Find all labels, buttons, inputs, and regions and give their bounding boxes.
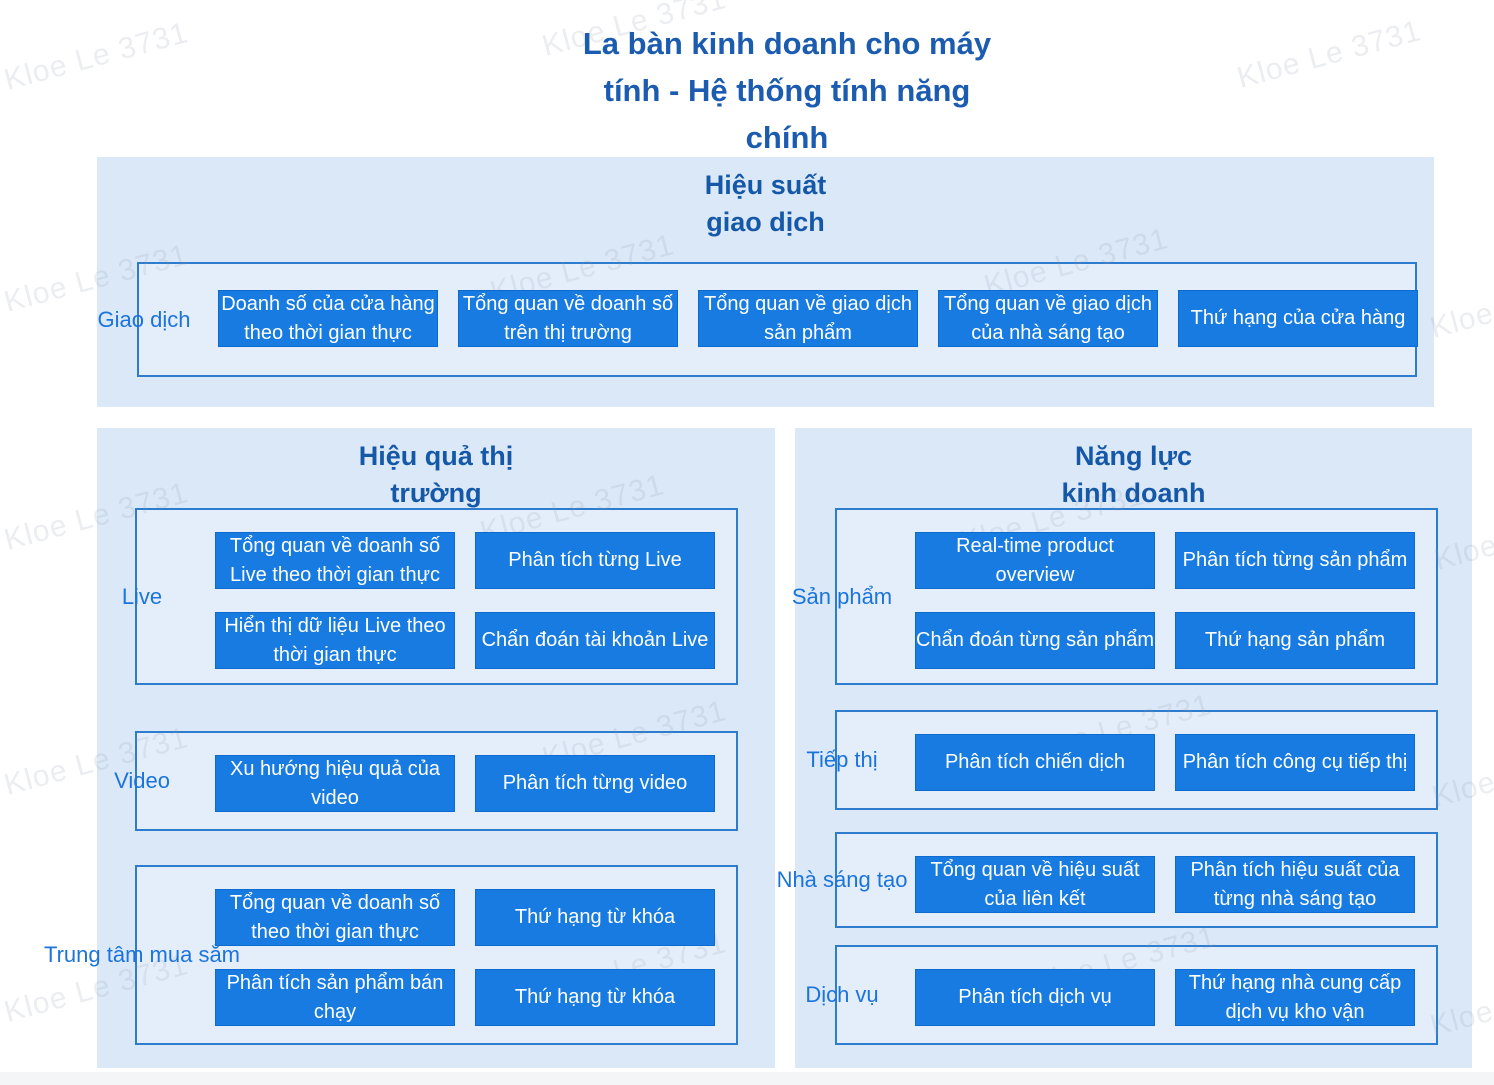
row-label: Trung tâm mua sắm	[43, 942, 241, 968]
feature-box: Doanh số của cửa hàng theo thời gian thự…	[218, 290, 438, 347]
feature-box: Phân tích từng sản phẩm	[1175, 532, 1415, 589]
feature-group-business-2: Nhà sáng tạo Tổng quan về hiệu suất của l…	[777, 832, 1438, 928]
row-label: Sản phẩm	[791, 583, 893, 609]
row-label: Video	[114, 768, 170, 794]
feature-group-business-1: Tiếp thị Phân tích chiến dịch Phân tích cô…	[806, 710, 1438, 810]
feature-group-market-0: Live Tổng quan về doanh số Live theo thời…	[122, 508, 738, 685]
feature-box: Thứ hạng sản phẩm	[1175, 612, 1415, 669]
feature-box: Tổng quan về doanh số trên thị trường	[458, 290, 678, 347]
feature-group-market-1: Video Xu hướng hiệu quả của video Phân tíc…	[114, 731, 738, 831]
feature-box: Xu hướng hiệu quả của video	[215, 755, 455, 812]
section-title-market: Hiệu quả thị trường	[358, 441, 514, 509]
panel-transaction-performance: Hiệu suất giao dịch Giao dịch Doanh số củ…	[97, 157, 1434, 407]
feature-box: Hiển thị dữ liệu Live theo thời gian thự…	[215, 612, 455, 669]
feature-box: Phân tích từng Live	[475, 532, 715, 589]
feature-box: Phân tích hiệu suất của từng nhà sáng tạ…	[1175, 856, 1415, 913]
row-label: Dịch vụ	[805, 982, 879, 1008]
feature-box: Thứ hạng của cửa hàng	[1178, 290, 1418, 347]
feature-box: Chẩn đoán tài khoản Live	[475, 612, 715, 669]
feature-box: Tổng quan về doanh số theo thời gian thự…	[215, 889, 455, 946]
watermark-text: Kloe Le 3731	[0, 16, 192, 97]
feature-group-business-0: Sản phẩm Real-time product overview Phân t…	[792, 508, 1438, 685]
row-label: Nhà sáng tạo	[776, 867, 908, 893]
section-title-transaction: Hiệu suất giao dịch	[704, 170, 827, 238]
feature-box: Phân tích công cụ tiếp thị	[1175, 734, 1415, 791]
feature-box: Phân tích chiến dịch	[915, 734, 1155, 791]
section-title-business: Năng lực kinh doanh	[1061, 441, 1206, 509]
bottom-edge-strip	[0, 1072, 1494, 1085]
feature-box: Thứ hạng nhà cung cấp dịch vụ kho vận	[1175, 969, 1415, 1026]
feature-box: Real-time product overview	[915, 532, 1155, 589]
row-label: Giao dịch	[97, 306, 191, 332]
feature-box: Tổng quan về giao dịch sản phẩm	[698, 290, 918, 347]
panel-business-capability: Năng lực kinh doanh Sản phẩm Real-time pr…	[777, 428, 1472, 1068]
row-label: Tiếp thị	[806, 747, 878, 773]
watermark-text: Kloe Le 3731	[1233, 14, 1425, 95]
watermark-text: Kloe Le 3731	[1426, 264, 1494, 345]
feature-box: Tổng quan về hiệu suất của liên kết	[915, 856, 1155, 913]
feature-box: Phân tích từng video	[475, 755, 715, 812]
feature-box: Chẩn đoán từng sản phẩm	[915, 612, 1155, 669]
feature-box: Tổng quan về doanh số Live theo thời gia…	[215, 532, 455, 589]
page-title: La bàn kinh doanh cho máy tính - Hệ thốn…	[582, 26, 992, 156]
feature-group-transaction-0: Giao dịch Doanh số của cửa hàng theo thời…	[98, 262, 1418, 377]
feature-group-business-3: Dịch vụ Phân tích dịch vụ Thứ hạng nhà cun…	[805, 945, 1438, 1045]
row-label: Live	[121, 583, 163, 609]
feature-box: Thứ hạng từ khóa	[475, 969, 715, 1026]
feature-box: Phân tích sản phẩm bán chạy	[215, 969, 455, 1026]
feature-box: Tổng quan về giao dịch của nhà sáng tạo	[938, 290, 1158, 347]
feature-box: Thứ hạng từ khóa	[475, 889, 715, 946]
feature-box: Phân tích dịch vụ	[915, 969, 1155, 1026]
